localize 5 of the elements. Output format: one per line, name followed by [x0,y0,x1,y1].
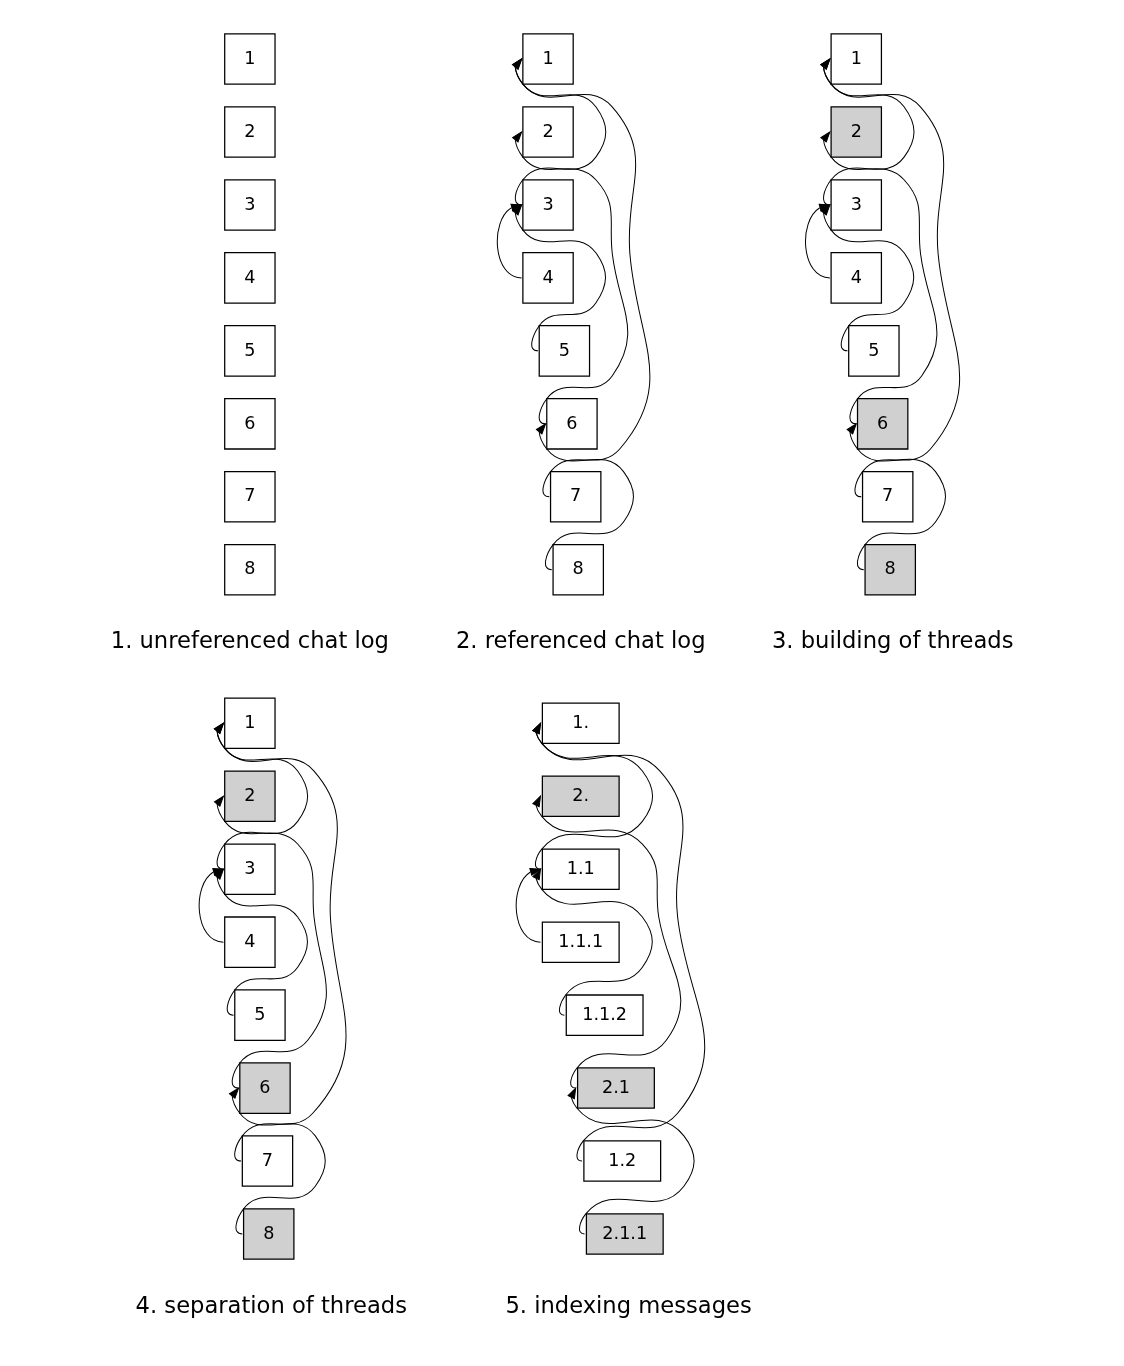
label: 1. unreferenced chat log [110,627,389,654]
label: 2. referenced chat log [455,627,706,654]
label: 5. indexing messages [504,1291,752,1318]
label: 4. separation of threads [135,1291,407,1318]
label: 3. building of threads [771,627,1014,654]
